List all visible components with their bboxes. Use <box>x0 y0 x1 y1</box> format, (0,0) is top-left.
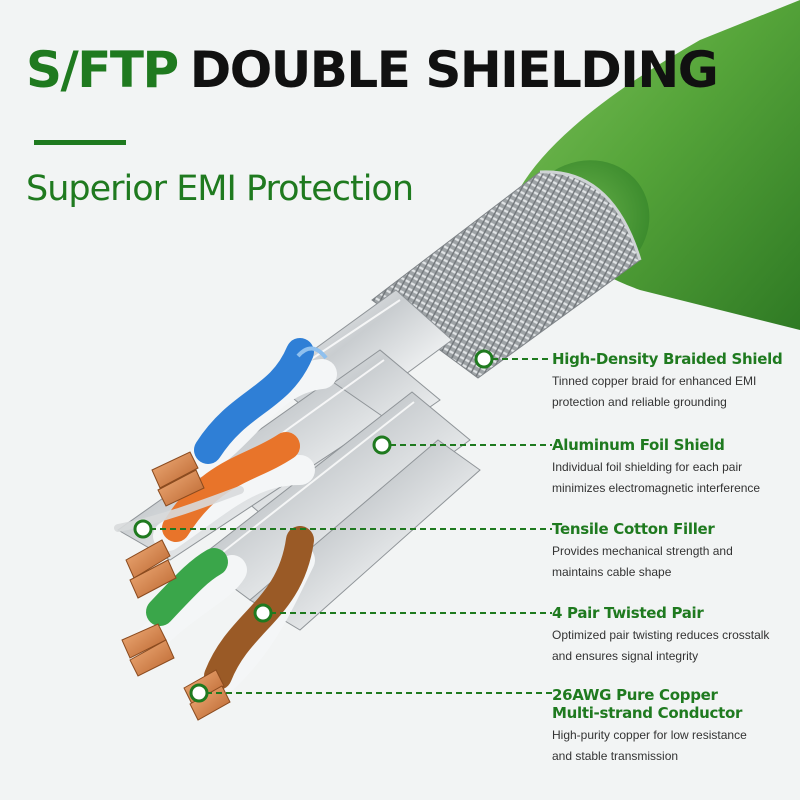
callout-title-line: 26AWG Pure Copper <box>552 686 718 704</box>
callout-title: Aluminum Foil Shield <box>552 436 725 454</box>
page-subtitle: Superior EMI Protection <box>26 169 414 209</box>
callout-desc-line: Optimized pair twisting reduces crosstal… <box>552 628 770 642</box>
callout-twisted-pair: 4 Pair Twisted Pair Optimized pair twist… <box>552 604 796 667</box>
callout-desc: Provides mechanical strength and maintai… <box>552 541 796 583</box>
title-underline <box>34 140 126 145</box>
callout-title: 4 Pair Twisted Pair <box>552 604 704 622</box>
callout-desc-line: Individual foil shielding for each pair <box>552 460 743 474</box>
callout-desc: Individual foil shielding for each pair … <box>552 457 796 499</box>
callout-title: High-Density Braided Shield <box>552 350 783 368</box>
callout-title-line: Multi-strand Conductor <box>552 704 743 722</box>
callout-desc-line: and ensures signal integrity <box>552 649 699 663</box>
callout-desc-line: and stable transmission <box>552 749 679 763</box>
callout-braided-shield: High-Density Braided Shield Tinned coppe… <box>552 350 796 413</box>
callout-copper-conductor: 26AWG Pure Copper Multi-strand Conductor… <box>552 686 796 767</box>
title-accent: S/FTP <box>26 41 179 99</box>
callout-dot-icon <box>189 683 209 703</box>
title-main: DOUBLE SHIELDING <box>189 41 719 99</box>
callout-desc-line: Tinned copper braid for enhanced EMI <box>552 374 757 388</box>
callout-dots <box>133 349 494 703</box>
callout-dot-icon <box>253 603 273 623</box>
callout-desc: Optimized pair twisting reduces crosstal… <box>552 625 796 667</box>
callout-desc: Tinned copper braid for enhanced EMI pro… <box>552 371 796 413</box>
callout-desc-line: Provides mechanical strength and <box>552 544 733 558</box>
callout-title: Tensile Cotton Filler <box>552 520 715 538</box>
callout-desc-line: minimizes electromagnetic interference <box>552 481 761 495</box>
callout-dot-icon <box>474 349 494 369</box>
cotton-filler <box>114 486 244 532</box>
callout-foil-shield: Aluminum Foil Shield Individual foil shi… <box>552 436 796 499</box>
green-pair <box>135 548 247 655</box>
callout-cotton-filler: Tensile Cotton Filler Provides mechanica… <box>552 520 796 583</box>
callout-dot-icon <box>372 435 392 455</box>
callout-dot-icon <box>133 519 153 539</box>
callout-title: 26AWG Pure Copper Multi-strand Conductor <box>552 686 796 722</box>
callout-desc: High-purity copper for low resistance an… <box>552 725 796 767</box>
callout-desc-line: High-purity copper for low resistance <box>552 728 747 742</box>
callout-desc-line: protection and reliable grounding <box>552 395 727 409</box>
callout-desc-line: maintains cable shape <box>552 565 672 579</box>
blue-pair <box>185 338 337 477</box>
leader-lines <box>150 358 552 694</box>
